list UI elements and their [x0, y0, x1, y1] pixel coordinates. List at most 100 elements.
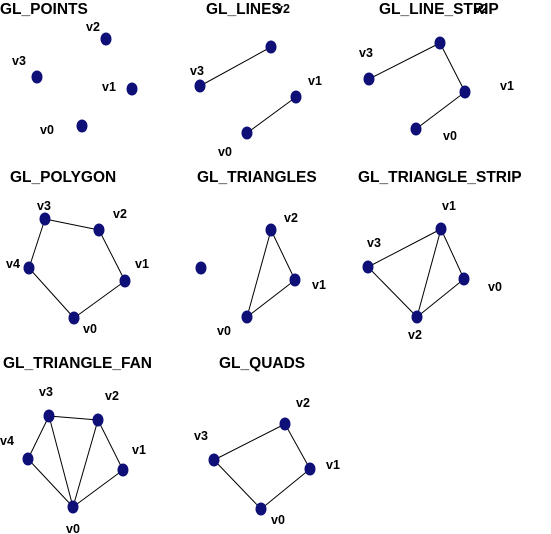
vertex-dot: [279, 417, 291, 431]
edge: [368, 42, 441, 80]
panel-title: GL_LINES: [206, 1, 282, 18]
vertex-label: v3: [37, 199, 51, 213]
vertex-dot: [362, 260, 374, 274]
vertex-label: v2: [296, 396, 310, 410]
panel-title: GL_TRIANGLES: [197, 169, 317, 186]
vertex-label: v1: [308, 74, 322, 88]
vertex-label: v0: [488, 280, 502, 294]
vertex-dot: [304, 462, 316, 476]
vertex-label: v0: [217, 324, 231, 338]
vertex-label: v1: [135, 257, 149, 271]
edge: [270, 229, 296, 281]
vertex-dot: [290, 90, 302, 104]
edge: [48, 415, 99, 421]
edge: [440, 228, 465, 280]
vertex-label: v1: [102, 80, 116, 94]
edge: [213, 459, 262, 510]
edge: [199, 46, 272, 87]
vertex-dot: [23, 261, 35, 275]
vertex-dot: [43, 409, 55, 423]
edge: [73, 280, 126, 319]
edge: [260, 468, 311, 510]
panel-title: GL_LINE_STRIP: [379, 1, 499, 18]
vertex-dot: [435, 222, 447, 236]
edge: [98, 229, 126, 282]
vertex-label: v3: [367, 236, 381, 250]
vertex-dot: [363, 72, 375, 86]
edge: [246, 229, 272, 318]
vertex-label: v2: [105, 389, 119, 403]
vertex-label: v0: [83, 322, 97, 336]
vertex-label: v0: [443, 129, 457, 143]
edge: [416, 228, 442, 318]
edge: [48, 415, 74, 508]
vertex-dot: [126, 82, 138, 96]
vertex-dot: [67, 500, 79, 514]
vertex-dot: [194, 79, 206, 93]
vertex-dot: [208, 453, 220, 467]
panel-gl-triangle-strip: GL_TRIANGLE_STRIP v0 v1 v2 v3: [358, 169, 522, 342]
vertex-dot: [289, 273, 301, 287]
panel-title: GL_TRIANGLE_FAN: [3, 355, 152, 372]
vertex-dot: [459, 85, 471, 99]
vertex-label: v1: [132, 443, 146, 457]
edge: [246, 96, 297, 134]
edge: [72, 419, 99, 508]
vertex-label: v0: [271, 513, 285, 527]
vertex-dot: [100, 32, 112, 46]
vertex-label: v2: [284, 211, 298, 225]
vertex-dot: [410, 122, 422, 136]
vertex-dot: [255, 502, 267, 516]
edge: [367, 228, 442, 268]
vertex-dot: [411, 310, 423, 324]
vertex-label: v1: [500, 79, 514, 93]
edge: [367, 266, 418, 318]
vertex-dot: [265, 223, 277, 237]
panel-title: GL_TRIANGLE_STRIP: [358, 169, 522, 186]
vertex-dot: [119, 274, 131, 288]
edge: [246, 279, 296, 318]
vertex-label: v1: [326, 458, 340, 472]
vertex-label: v1: [442, 199, 456, 213]
edge: [72, 469, 124, 508]
edge: [27, 458, 74, 508]
vertex-dot: [39, 212, 51, 226]
vertex-dot: [93, 223, 105, 237]
edge: [27, 415, 50, 460]
vertex-dot: [241, 310, 253, 324]
vertex-dot: [22, 452, 34, 466]
panel-gl-line-strip: GL_LINE_STRIP v0 v1 v2 v3: [359, 1, 514, 143]
vertex-label: v4: [0, 434, 14, 448]
edge: [284, 423, 311, 470]
edge: [213, 423, 286, 461]
vertex-dot: [68, 311, 80, 325]
vertex-label: v2: [408, 328, 422, 342]
vertex-dot: [241, 126, 253, 140]
vertex-label: v4: [6, 257, 20, 271]
vertex-label: v3: [39, 385, 53, 399]
vertex-label: v3: [194, 429, 208, 443]
vertex-label: v3: [190, 64, 204, 78]
vertex-label: v2: [113, 207, 127, 221]
vertex-dot: [31, 70, 43, 84]
vertex-dot: [76, 119, 88, 133]
edge: [28, 267, 75, 319]
edge: [415, 91, 466, 130]
vertex-dot: [92, 413, 104, 427]
panel-gl-quads: GL_QUADS v0 v1 v2 v3: [194, 355, 340, 527]
vertex-dot: [265, 40, 277, 54]
vertex-dot: [117, 463, 129, 477]
panel-title: GL_QUADS: [219, 355, 305, 372]
edge: [439, 42, 466, 93]
vertex-label: v3: [359, 46, 373, 60]
vertex-label: v2: [474, 2, 488, 16]
vertex-label: v0: [218, 145, 232, 159]
edge: [416, 278, 465, 318]
panel-gl-polygon: GL_POLYGON v0 v1 v2 v3 v4: [6, 169, 149, 336]
panel-title: GL_POLYGON: [10, 169, 116, 186]
vertex-label: v0: [40, 123, 54, 137]
